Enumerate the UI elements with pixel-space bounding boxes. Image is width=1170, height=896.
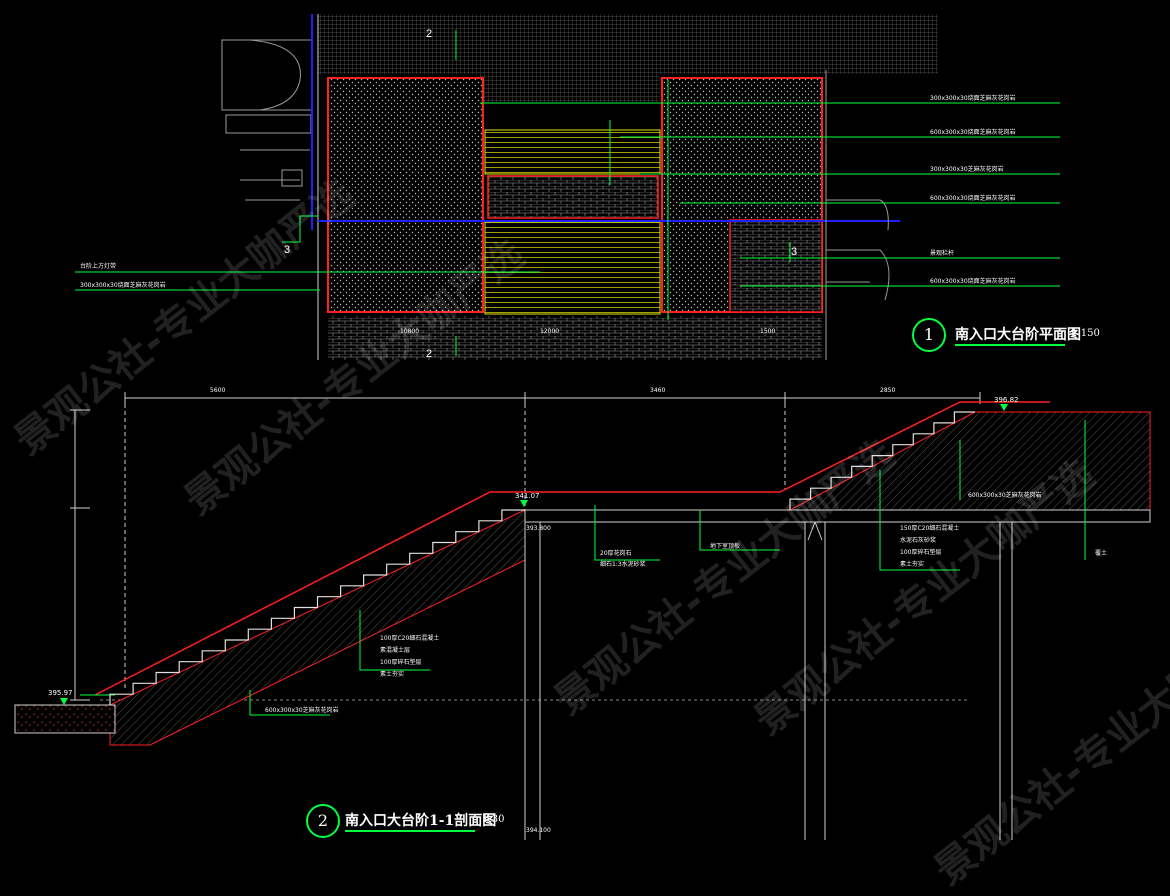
svg-text:393.800: 393.800: [526, 525, 551, 532]
plan-marker-circle: 1: [912, 318, 946, 352]
svg-text:394.100: 394.100: [526, 827, 551, 834]
section-marker-number: 2: [317, 811, 329, 830]
section-view: 100厚C20细石混凝土 素混凝土层 100厚碎石垫层 素土夯实 600x300…: [14, 387, 1151, 840]
svg-text:素土夯实: 素土夯实: [900, 560, 924, 568]
svg-text:300x300x30烧面芝麻灰花岗岩: 300x300x30烧面芝麻灰花岗岩: [80, 281, 166, 289]
plan-landing-brick: [487, 175, 659, 219]
svg-text:100厚碎石垫层: 100厚碎石垫层: [380, 658, 421, 666]
svg-text:100厚碎石垫层: 100厚碎石垫层: [900, 548, 941, 556]
svg-text:台阶上方灯带: 台阶上方灯带: [80, 262, 116, 270]
svg-text:水泥石灰砂浆: 水泥石灰砂浆: [900, 536, 936, 544]
section-railing: [94, 401, 1050, 696]
svg-text:150厚C20细石混凝土: 150厚C20细石混凝土: [900, 524, 959, 532]
svg-text:20厚花岗石: 20厚花岗石: [600, 549, 632, 557]
svg-text:素土夯实: 素土夯实: [380, 670, 404, 678]
plan-bottom-paving: [328, 316, 822, 360]
cad-drawing: 300x300x30烧面芝麻灰花岗岩 600x300x30烧面芝麻灰花岗岩 30…: [14, 14, 1151, 840]
section-title: 南入口大台阶1-1剖面图: [345, 813, 497, 829]
plan-section-mark-bottom: 2: [426, 348, 433, 360]
svg-text:600x300x30烧面芝麻灰花岗岩: 600x300x30烧面芝麻灰花岗岩: [930, 277, 1016, 285]
plan-stairs-lower: [484, 221, 661, 315]
section-elevation-left: 395.97: [48, 689, 73, 697]
plan-building-left: [221, 39, 313, 201]
svg-text:5600: 5600: [210, 387, 225, 394]
svg-text:地下室顶板: 地下室顶板: [710, 542, 740, 550]
plan-top-paving: [318, 14, 938, 74]
plan-section-mark-right: 3: [791, 246, 798, 258]
section-elevation-mid: 341.07: [515, 492, 540, 500]
svg-text:细石1:3水泥砂浆: 细石1:3水泥砂浆: [600, 560, 646, 568]
plan-leaders: [75, 30, 1060, 356]
section-elevation-right: 396.82: [994, 396, 1019, 404]
plan-marker-number: 1: [923, 325, 935, 344]
svg-text:景观栏杆: 景观栏杆: [930, 249, 954, 257]
section-scale: 1:30: [482, 814, 505, 825]
svg-text:600x300x30烧面芝麻灰花岗岩: 600x300x30烧面芝麻灰花岗岩: [930, 128, 1016, 136]
svg-text:600x300x30芝麻灰花岗岩: 600x300x30芝麻灰花岗岩: [968, 491, 1042, 499]
svg-text:2850: 2850: [880, 387, 895, 394]
plan-section-mark-left: 3: [284, 244, 291, 256]
svg-text:600x300x30芝麻灰花岗岩: 600x300x30芝麻灰花岗岩: [265, 706, 339, 714]
svg-text:300x300x30烧面芝麻灰花岗岩: 300x300x30烧面芝麻灰花岗岩: [930, 94, 1016, 102]
section-platform: [524, 509, 1151, 523]
svg-text:1500: 1500: [760, 328, 775, 335]
svg-text:300x300x30芝麻灰花岗岩: 300x300x30芝麻灰花岗岩: [930, 165, 1004, 173]
section-structure: [524, 521, 1013, 840]
plan-scale: 1:150: [1071, 328, 1100, 339]
section-step-profile-upper: [789, 411, 975, 510]
section-step-profile-lower: [109, 509, 525, 705]
plan-title-underline: [955, 344, 1065, 346]
plan-planter-left: [327, 77, 484, 313]
plan-section-mark-top: 2: [426, 28, 433, 40]
svg-text:10800: 10800: [400, 328, 419, 335]
plan-view: 300x300x30烧面芝麻灰花岗岩 600x300x30烧面芝麻灰花岗岩 30…: [75, 14, 1060, 360]
section-title-underline: [345, 830, 475, 832]
svg-text:12000: 12000: [540, 328, 559, 335]
svg-text:100厚C20细石混凝土: 100厚C20细石混凝土: [380, 634, 439, 642]
svg-text:素混凝土层: 素混凝土层: [380, 646, 410, 654]
section-marker-circle: 2: [306, 804, 340, 838]
svg-text:覆土: 覆土: [1095, 549, 1107, 557]
plan-title: 南入口大台阶平面图: [955, 327, 1081, 343]
svg-text:600x300x30烧面芝麻灰花岗岩: 600x300x30烧面芝麻灰花岗岩: [930, 194, 1016, 202]
svg-text:3460: 3460: [650, 387, 665, 394]
